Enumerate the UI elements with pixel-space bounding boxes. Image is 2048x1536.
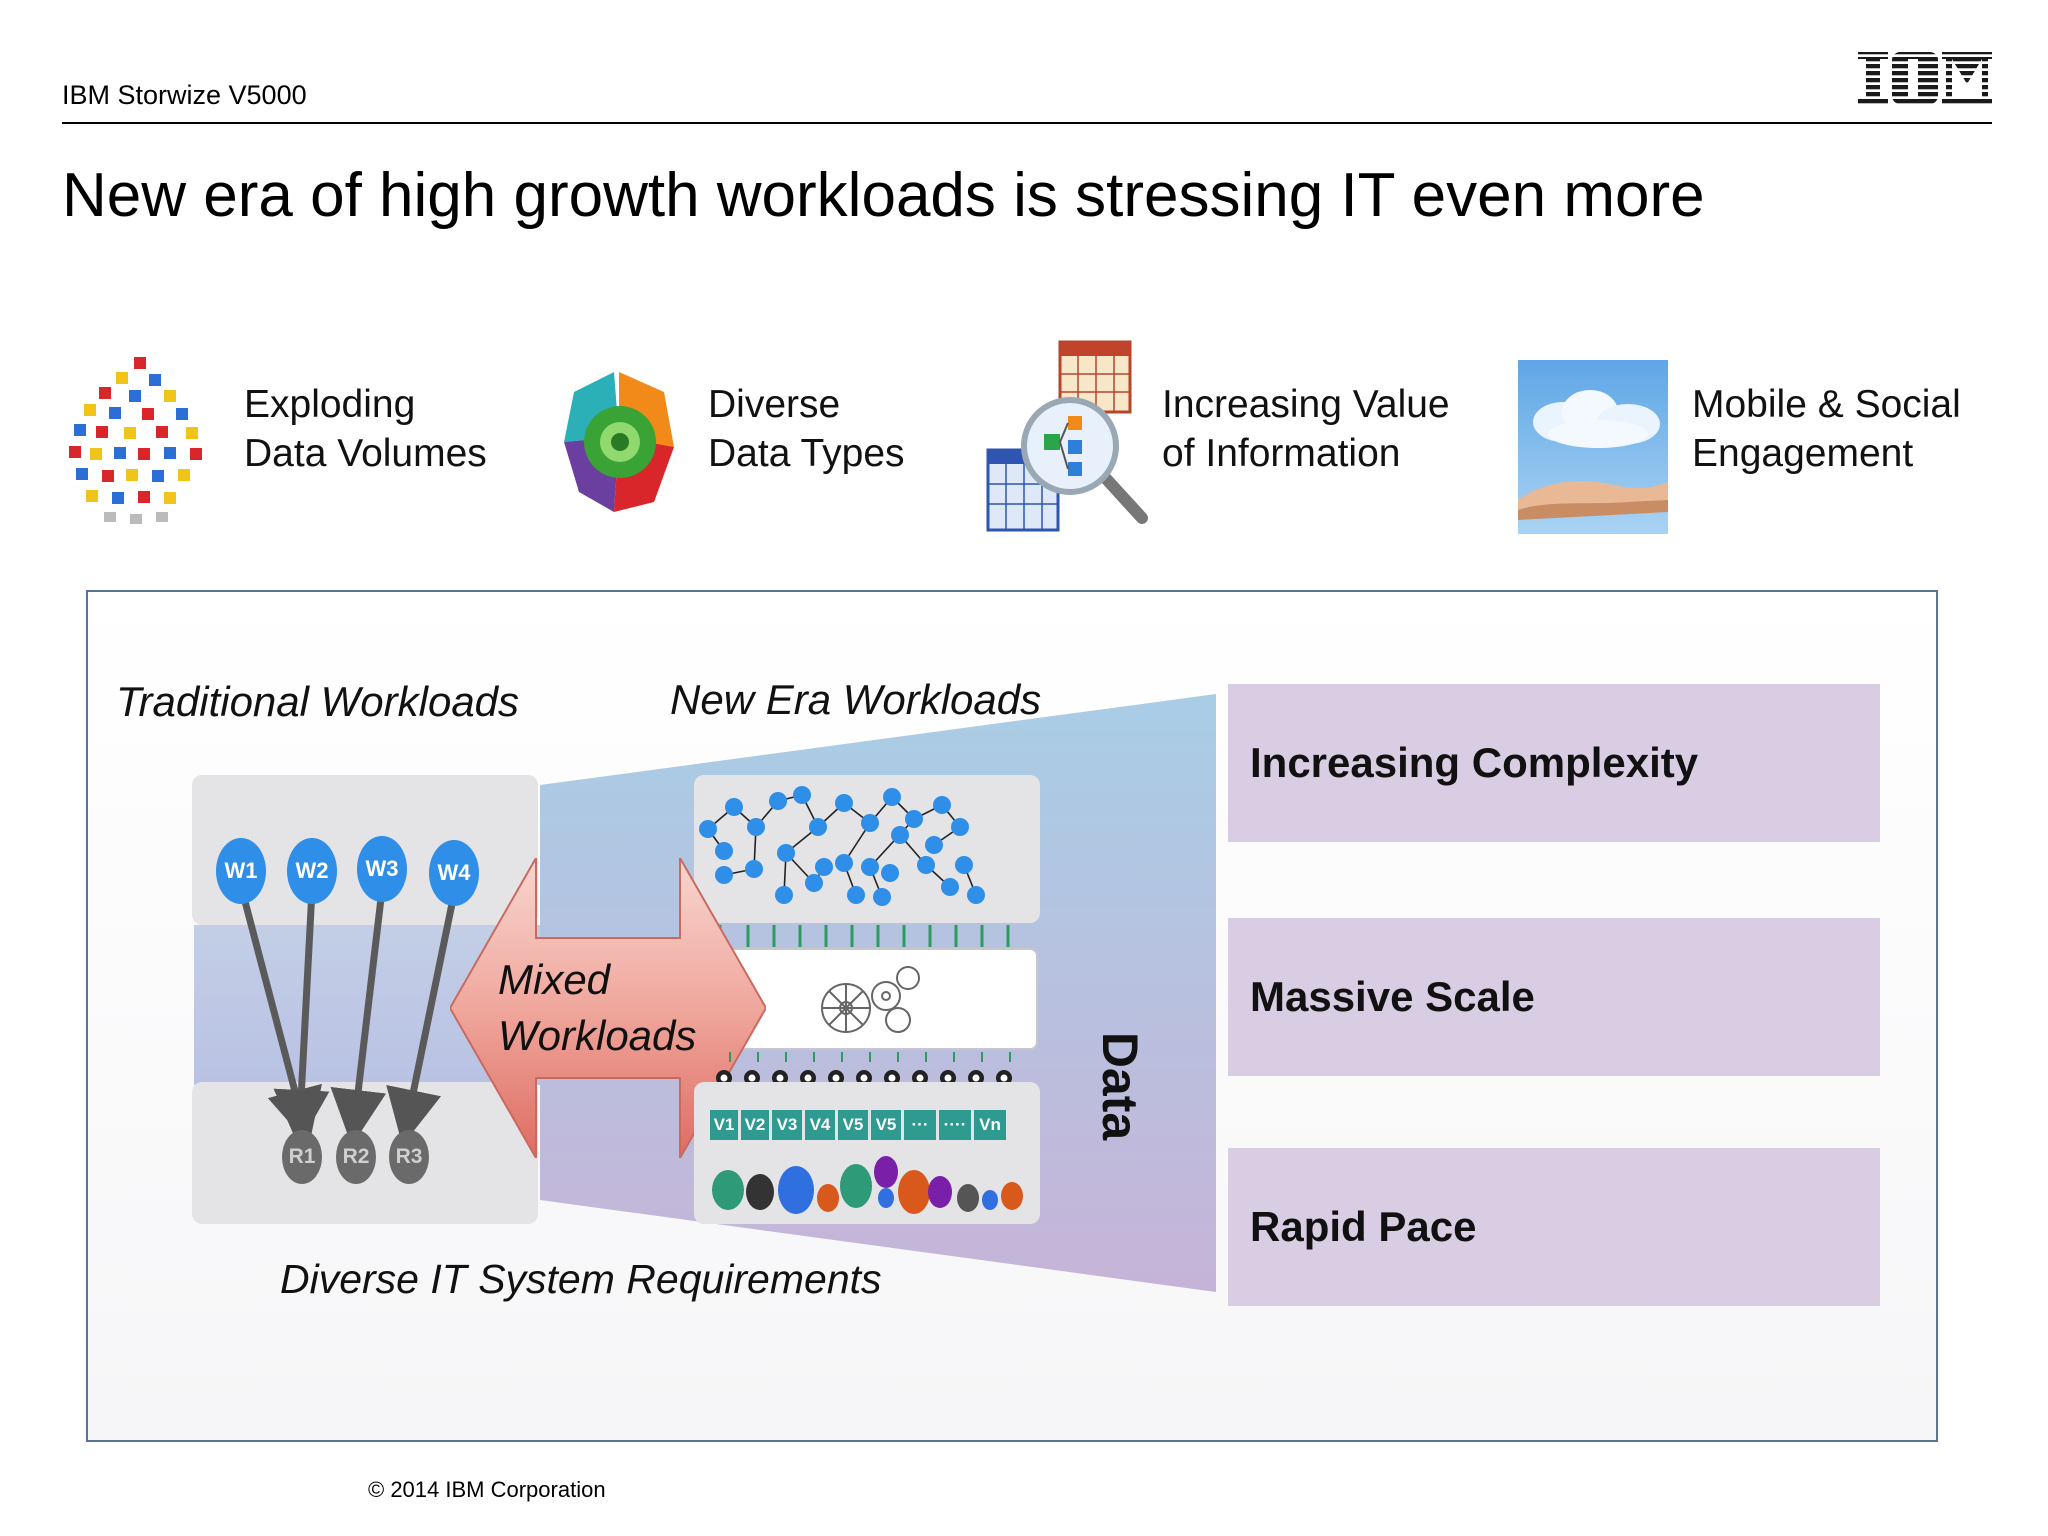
driver-line: of Information xyxy=(1162,432,1401,475)
workload-node: W3 xyxy=(357,836,407,902)
challenge-massive-scale: Massive Scale xyxy=(1228,918,1880,1076)
resource-node: R3 xyxy=(389,1130,429,1184)
slide-title: New era of high growth workloads is stre… xyxy=(62,161,1705,230)
driver-exploding-data: Exploding Data Volumes xyxy=(244,380,487,478)
vm-cell: V2 xyxy=(741,1110,769,1140)
challenge-label: Increasing Complexity xyxy=(1250,739,1699,786)
mixed-workloads-arrow xyxy=(450,858,766,1158)
vm-row: V1 V2 V3 V4 V5 V5 ··· ···· Vn xyxy=(710,1110,1006,1140)
mixed-label-line: Workloads xyxy=(498,1012,697,1059)
diverse-requirements-label: Diverse IT System Requirements xyxy=(280,1256,882,1302)
driver-value-of-information: Increasing Value of Information xyxy=(1162,380,1450,478)
driver-line: Exploding xyxy=(244,383,416,426)
magnifier-spreadsheet-icon xyxy=(982,338,1162,543)
workload-node: W2 xyxy=(287,838,337,904)
workload-arrows xyxy=(238,889,458,1140)
driver-line: Increasing Value xyxy=(1162,383,1450,426)
driver-line: Data Types xyxy=(708,432,905,475)
colored-blocks-icon xyxy=(64,352,214,542)
cloud-hand-icon xyxy=(1518,360,1668,534)
driver-line: Data Volumes xyxy=(244,432,487,475)
driver-line: Engagement xyxy=(1692,432,1914,475)
gears-icon xyxy=(821,966,920,1033)
vm-cell: V4 xyxy=(805,1110,835,1140)
resource-node: R2 xyxy=(336,1130,376,1184)
traditional-workloads-label: Traditional Workloads xyxy=(116,678,520,725)
challenge-increasing-complexity: Increasing Complexity xyxy=(1228,684,1880,842)
puzzle-gear-icon xyxy=(544,352,694,542)
driver-line: Mobile & Social xyxy=(1692,383,1961,426)
vm-cell: Vn xyxy=(974,1110,1006,1140)
vm-cell: ···· xyxy=(939,1110,971,1140)
mixed-workloads-label: Mixed Workloads xyxy=(498,952,696,1064)
vm-cell: V5 xyxy=(871,1110,901,1140)
new-era-workloads-label: New Era Workloads xyxy=(670,676,1042,723)
driver-line: Diverse xyxy=(708,383,841,426)
vm-cell: V3 xyxy=(772,1110,802,1140)
data-label: Data xyxy=(1092,1031,1148,1141)
challenge-rapid-pace: Rapid Pace xyxy=(1228,1148,1880,1306)
header-divider xyxy=(62,122,1992,124)
challenge-label: Rapid Pace xyxy=(1250,1203,1477,1250)
driver-diverse-data: Diverse Data Types xyxy=(708,380,905,478)
workload-node: W1 xyxy=(216,838,266,904)
data-network-graph xyxy=(699,786,985,906)
workload-node: W4 xyxy=(429,840,479,906)
driver-mobile-social: Mobile & Social Engagement xyxy=(1692,380,1961,478)
vm-cell: V5 xyxy=(838,1110,868,1140)
header-product-name: IBM Storwize V5000 xyxy=(62,80,307,110)
resource-node: R1 xyxy=(282,1130,322,1184)
storage-resources-graphic xyxy=(712,1156,1023,1214)
ibm-logo xyxy=(1858,50,1992,106)
vm-cell: V1 xyxy=(710,1110,738,1140)
challenge-label: Massive Scale xyxy=(1250,973,1535,1020)
vm-cell: ··· xyxy=(904,1110,936,1140)
copyright-notice: © 2014 IBM Corporation xyxy=(368,1477,606,1502)
mixed-label-line: Mixed xyxy=(498,956,611,1003)
